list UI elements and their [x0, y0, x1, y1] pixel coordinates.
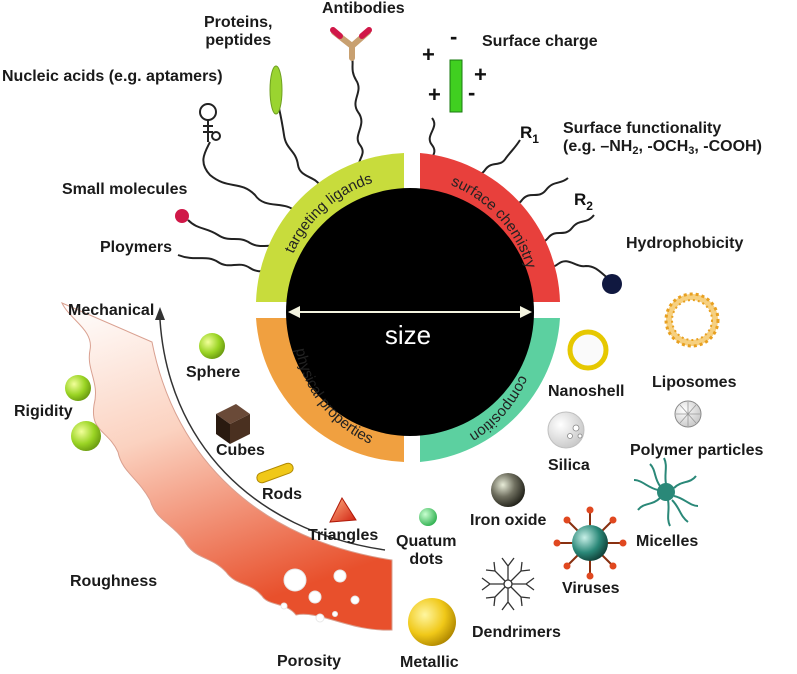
- mechanical-band: [60, 302, 393, 631]
- triangle-icon: [329, 496, 357, 523]
- size-arrow-left: [288, 306, 300, 318]
- label-surface-functionality: Surface functionality (e.g. –NH2, -OCH3,…: [563, 120, 762, 160]
- sphere-icon: [199, 333, 225, 359]
- label-rods: Rods: [262, 486, 302, 503]
- metallic-icon: [408, 598, 456, 646]
- dendrimer-icon: [481, 557, 535, 611]
- label-porosity: Porosity: [277, 653, 342, 670]
- group-r1-sub: 1: [532, 132, 539, 146]
- charge-bar: [449, 59, 463, 113]
- label-nanoshell: Nanoshell: [548, 383, 625, 400]
- segment-surface-chemistry: [420, 153, 560, 302]
- charge-minus-1: -: [450, 24, 457, 49]
- charge-minus-2: -: [468, 80, 475, 105]
- pores: [280, 568, 360, 623]
- cube-icon: [216, 404, 250, 444]
- group-r2-sub: 2: [586, 199, 593, 213]
- polymer-particle-icon: [674, 400, 702, 428]
- label-quatum-dots: Quatum dots: [396, 533, 456, 569]
- hydrophobic-icon: [602, 274, 622, 294]
- label-proteins: Proteins, peptides: [204, 14, 272, 50]
- label-silica: Silica: [548, 457, 590, 474]
- protein-icon: [269, 65, 283, 115]
- mechanical-arrowhead: [155, 307, 165, 320]
- nanoshell-icon: [567, 329, 609, 371]
- label-liposomes: Liposomes: [652, 374, 737, 391]
- group-r1: R1: [520, 123, 539, 146]
- size-arrow-right: [520, 306, 532, 318]
- label-surface-charge: Surface charge: [482, 33, 598, 50]
- property-ring: size targeting ligands surface chemistry…: [256, 153, 560, 462]
- rod-icon: [256, 462, 294, 484]
- label-rigidity: Rigidity: [14, 403, 73, 420]
- label-proteins-line2: peptides: [205, 32, 272, 49]
- label-quatum-line2: dots: [409, 551, 444, 568]
- size-label: size: [385, 320, 431, 350]
- charge-plus-2: +: [474, 62, 487, 87]
- rigidity-ball-1: [65, 375, 91, 401]
- mechanical-arrow: [159, 319, 386, 551]
- quantum-dot-icon: [419, 508, 437, 526]
- charge-plus-3: +: [428, 82, 441, 107]
- label-dendrimers: Dendrimers: [472, 624, 561, 641]
- label-small-molecules: Small molecules: [62, 181, 188, 198]
- group-r2: R2: [574, 190, 593, 213]
- virus-icon: [553, 506, 627, 580]
- group-r2-letter: R: [574, 190, 586, 209]
- label-surface-functionality-line2: (e.g. –NH2, -OCH3, -COOH): [563, 138, 762, 160]
- label-polymer-particles: Polymer particles: [630, 442, 764, 459]
- label-roughness: Roughness: [70, 573, 158, 590]
- band-shape: [60, 302, 393, 631]
- sf-part-b: , -OCH: [638, 138, 689, 155]
- micelle-icon: [633, 457, 699, 527]
- charge-plus-1: +: [422, 42, 435, 67]
- label-antibodies: Antibodies: [322, 0, 405, 17]
- label-triangles: Triangles: [308, 527, 379, 544]
- label-sphere: Sphere: [186, 364, 241, 381]
- label-mechanical: Mechanical: [68, 302, 155, 319]
- group-r1-letter: R: [520, 123, 532, 142]
- antibody-icon: [330, 27, 372, 61]
- liposome-icon: [664, 292, 720, 348]
- segment-targeting-ligands: [256, 153, 404, 302]
- label-surface-functionality-line1: Surface functionality: [563, 120, 722, 137]
- sf-part-a: (e.g. –NH: [563, 138, 633, 155]
- label-ploymers: Ploymers: [100, 239, 173, 256]
- label-nucleic-acids: Nucleic acids (e.g. aptamers): [2, 68, 223, 85]
- label-metallic: Metallic: [400, 654, 459, 671]
- label-proteins-line1: Proteins,: [204, 14, 273, 31]
- sf-part-c: , -COOH): [694, 138, 762, 155]
- label-micelles: Micelles: [636, 533, 699, 550]
- silica-icon: [547, 411, 585, 449]
- label-iron-oxide: Iron oxide: [470, 512, 547, 529]
- label-hydrophobicity: Hydrophobicity: [626, 235, 744, 252]
- iron-oxide-icon: [491, 473, 525, 507]
- small-molecule-icon: [175, 209, 189, 223]
- label-cubes: Cubes: [216, 442, 265, 459]
- rigidity-ball-2: [71, 421, 101, 451]
- label-viruses: Viruses: [562, 580, 620, 597]
- aptamer-icon: [199, 103, 221, 142]
- sf-sub-b: 3: [688, 145, 695, 157]
- label-quatum-line1: Quatum: [396, 533, 457, 550]
- sf-sub-a: 2: [632, 145, 639, 157]
